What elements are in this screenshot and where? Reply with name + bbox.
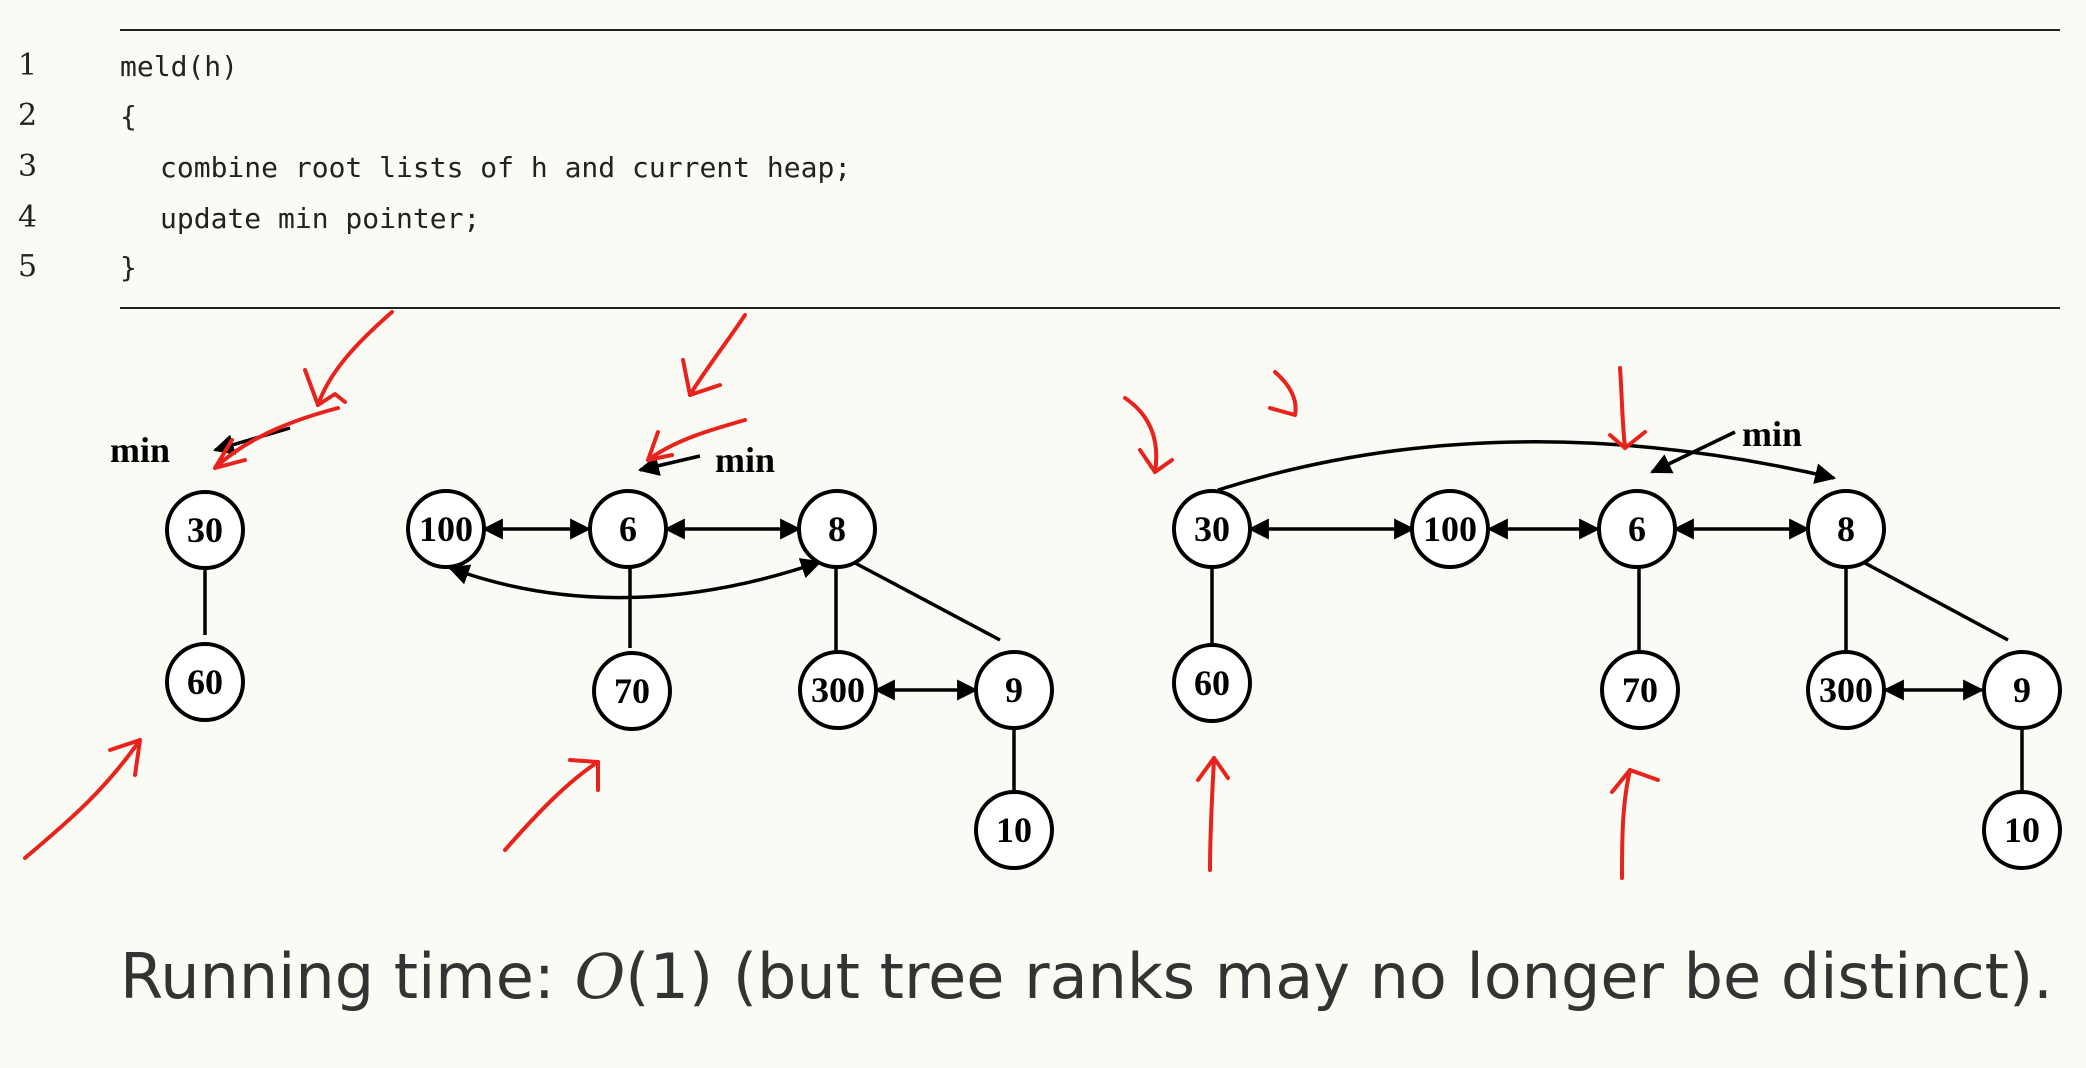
heap-node: 8 [797,489,877,569]
line-number: 3 [18,149,38,184]
ink-stroke [1196,756,1230,782]
svg-text:6: 6 [1628,509,1646,549]
root-list-wrap-link [448,558,822,600]
code-text: update min pointer; [160,202,481,235]
heap-diagram: min 30 60 min 100 6 8 70 300 9 10 min [23,310,2062,880]
ink-stroke [1608,430,1647,450]
heap-node: 9 [1982,650,2062,730]
root-list-wrap-link [1217,440,1837,492]
ink-stroke [23,738,142,860]
heap-node: 6 [588,489,668,569]
svg-text:8: 8 [1837,509,1855,549]
line-number: 2 [18,98,38,133]
min-label: min [715,440,775,480]
tree-edge [839,553,1001,642]
line-number: 4 [18,200,38,235]
svg-text:8: 8 [828,509,846,549]
code-line-1: 1 meld(h) [0,48,1200,98]
ink-stroke [1208,756,1216,872]
ink-stroke [1123,396,1159,474]
heap-node: 60 [165,642,245,722]
ink-stroke [503,760,600,852]
ink-stroke [1618,366,1627,450]
heap-node: 30 [1172,489,1252,569]
svg-text:60: 60 [187,662,223,702]
line-number: 1 [18,48,38,83]
ink-stroke [213,438,247,470]
code-text: } [120,251,137,284]
ink-stroke [213,406,340,470]
code-line-5: 5 } [0,249,1200,299]
code-line-4: 4 update min pointer; [0,200,1200,250]
ink-stroke [688,313,747,397]
caption-suffix: (but tree ranks may no longer be distinc… [713,940,2053,1013]
heap-node: 100 [406,489,486,569]
svg-text:100: 100 [419,509,473,549]
svg-text:300: 300 [811,670,865,710]
heap-node: 9 [974,650,1054,730]
svg-text:70: 70 [1622,670,1658,710]
code-text: combine root lists of h and current heap… [160,151,852,184]
heap-node: 10 [974,790,1054,870]
svg-text:100: 100 [1423,509,1477,549]
ink-stroke [568,758,600,792]
bottom-rule [120,307,2060,309]
code-line-3: 3 combine root lists of h and current he… [0,149,1200,199]
ink-stroke [681,358,722,397]
min-pointer-arrow [637,454,701,476]
handwritten-annotations [23,310,1660,880]
svg-text:6: 6 [619,509,637,549]
ink-stroke [1268,370,1298,417]
caption-prefix: Running time: [120,940,575,1013]
ink-stroke [646,418,747,462]
svg-text:10: 10 [2004,810,2040,850]
code-line-2: 2 { [0,98,1200,148]
top-rule [120,29,2060,31]
svg-text:30: 30 [1194,509,1230,549]
heap-node: 8 [1806,489,1886,569]
heap-node: 10 [1982,790,2062,870]
svg-text:300: 300 [1819,670,1873,710]
running-time-caption: Running time: O(1) (but tree ranks may n… [120,940,2053,1013]
ink-stroke [1138,448,1174,474]
ink-stroke [303,368,347,407]
svg-text:30: 30 [187,510,223,550]
svg-text:10: 10 [996,810,1032,850]
big-o-argument: (1) [625,940,714,1013]
heap-node: 6 [1597,489,1677,569]
line-number: 5 [18,249,38,284]
heap-node: 30 [165,490,245,570]
min-label: min [110,430,170,470]
heap-node: 70 [1600,650,1680,730]
heap-node: 300 [1806,650,1886,730]
heap-node: 300 [798,650,878,730]
code-text: meld(h) [120,50,239,83]
tree-edge [1849,553,2009,642]
ink-stroke [1610,768,1660,794]
ink-stroke [646,430,674,462]
ink-stroke [108,738,142,777]
ink-stroke [1620,768,1632,880]
heap-node: 70 [592,651,672,731]
ink-stroke [316,310,394,407]
code-text: { [120,100,137,133]
svg-text:70: 70 [614,671,650,711]
heap-node: 60 [1172,643,1252,723]
svg-text:9: 9 [2013,670,2031,710]
heap-node: 100 [1410,489,1490,569]
min-label: min [1742,414,1802,454]
svg-text:60: 60 [1194,663,1230,703]
big-o-symbol: O [574,940,626,1013]
svg-text:9: 9 [1005,670,1023,710]
